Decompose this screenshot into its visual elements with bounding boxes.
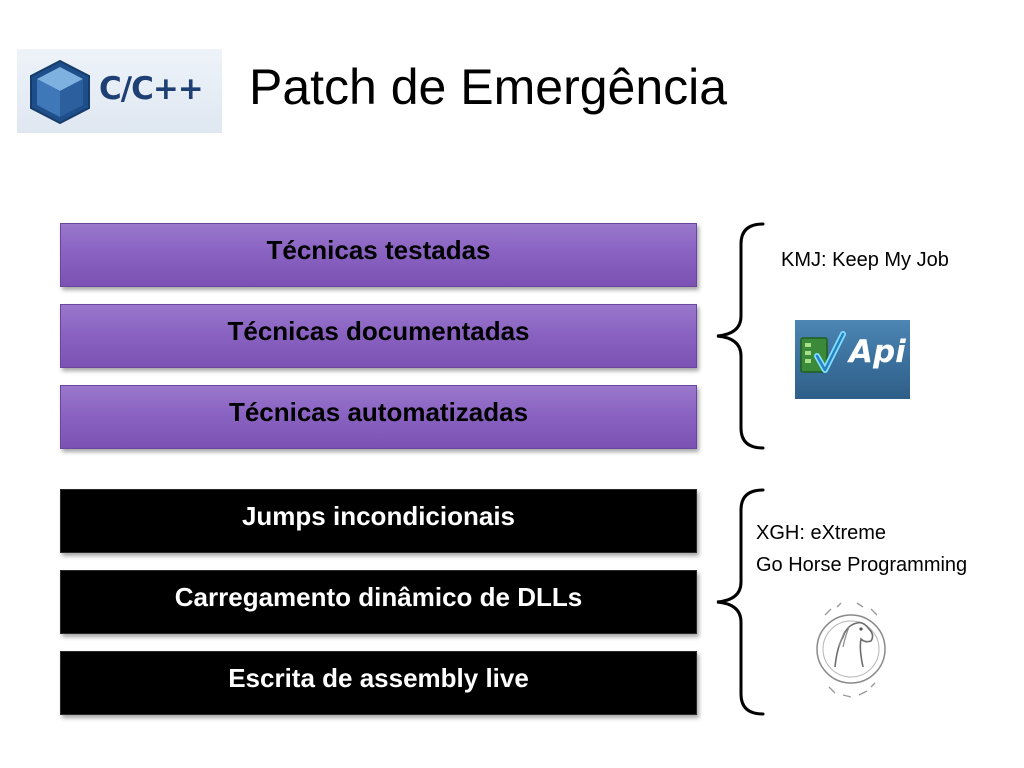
box-tecnicas-testadas: Técnicas testadas bbox=[60, 223, 697, 287]
brace-xgh bbox=[716, 488, 765, 716]
box-tecnicas-automatizadas: Técnicas automatizadas bbox=[60, 385, 697, 449]
logo-text: C/C++ bbox=[99, 71, 204, 107]
note-kmj: KMJ: Keep My Job bbox=[781, 249, 949, 271]
api-text: Api bbox=[849, 334, 906, 370]
box-escrita-assembly: Escrita de assembly live bbox=[60, 651, 697, 715]
cpp-logo: C/C++ bbox=[17, 49, 222, 133]
slide-title: Patch de Emergência bbox=[249, 59, 728, 115]
note-xgh-line1: XGH: eXtreme bbox=[756, 522, 887, 544]
box-tecnicas-documentadas: Técnicas documentadas bbox=[60, 304, 697, 368]
go-horse-logo-icon bbox=[816, 602, 886, 698]
box-carregamento-dlls: Carregamento dinâmico de DLLs bbox=[60, 570, 697, 634]
box-jumps-incondicionais: Jumps incondicionais bbox=[60, 489, 697, 553]
cube-logo-icon bbox=[30, 59, 90, 125]
api-icon: Api bbox=[795, 320, 910, 399]
note-xgh-line2: Go Horse Programming bbox=[756, 554, 968, 576]
checklist-icon bbox=[800, 331, 846, 373]
brace-kmj bbox=[716, 222, 765, 450]
